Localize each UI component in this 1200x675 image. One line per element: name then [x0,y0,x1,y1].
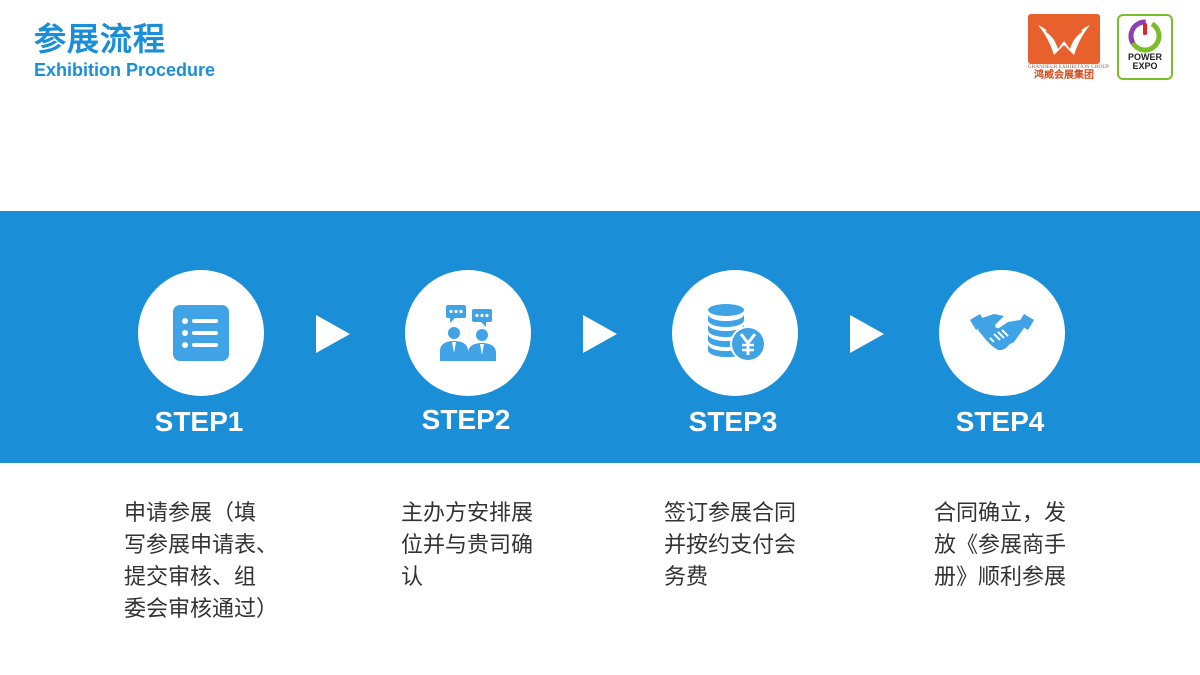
step4-circle [939,270,1065,396]
step4-label: STEP4 [955,406,1045,437]
desc-line: 册》顺利参展 [934,565,1067,590]
desc-line: 合同确立，发 [934,501,1067,526]
desc-line: 认 [401,565,424,590]
desc-line: 并按约支付会 [664,533,797,558]
hongwei-subtitle: GRANDEUR EXHIBITION GROUP [1028,65,1110,70]
desc-line: 提交审核、组 [124,565,257,590]
list-icon [173,305,229,361]
power-expo-logo: POWER EXPO [1117,14,1173,80]
step4-description: 合同确立，发 放《参展商手 册》顺利参展 [934,498,1066,594]
page-subtitle: Exhibition Procedure [34,60,216,80]
step2-circle [405,270,531,396]
desc-line: 放《参展商手 [934,533,1067,558]
desc-line: 委会审核通过） [124,597,279,622]
hongwei-name: 鸿威会展集团 [1034,70,1094,81]
step3-circle [672,270,798,396]
arrow-right-icon [850,315,884,353]
desc-line: 务费 [664,565,709,590]
desc-line: 申请参展（填 [124,501,257,526]
desc-line: 签订参展合同 [664,501,797,526]
step1-label: STEP1 [154,406,244,437]
desc-line: 位并与贵司确 [401,533,534,558]
arrow-right-icon [583,315,617,353]
step2-label: STEP2 [421,404,511,435]
power-expo-line2: EXPO [1132,61,1158,71]
step3-description: 签订参展合同 并按约支付会 务费 [664,498,796,594]
step1-circle [138,270,264,396]
step3-label: STEP3 [688,406,778,437]
page-title: 参展流程 [34,20,167,58]
step1-description: 申请参展（填 写参展申请表、 提交审核、组 委会审核通过） [124,498,278,626]
power-button-icon [1128,19,1162,53]
handshake-icon [970,314,1034,350]
arrow-right-icon [316,315,350,353]
meeting-people-icon [440,305,496,361]
desc-line: 写参展申请表、 [124,533,279,558]
hongwei-logo: GRANDEUR EXHIBITION GROUP 鸿威会展集团 [1028,14,1110,84]
step2-description: 主办方安排展 位并与贵司确 认 [401,498,533,594]
coins-yuan-icon [708,304,766,362]
hongwei-wings-icon [1028,14,1100,64]
power-expo-line1: POWER [1127,52,1162,62]
desc-line: 主办方安排展 [401,501,534,526]
